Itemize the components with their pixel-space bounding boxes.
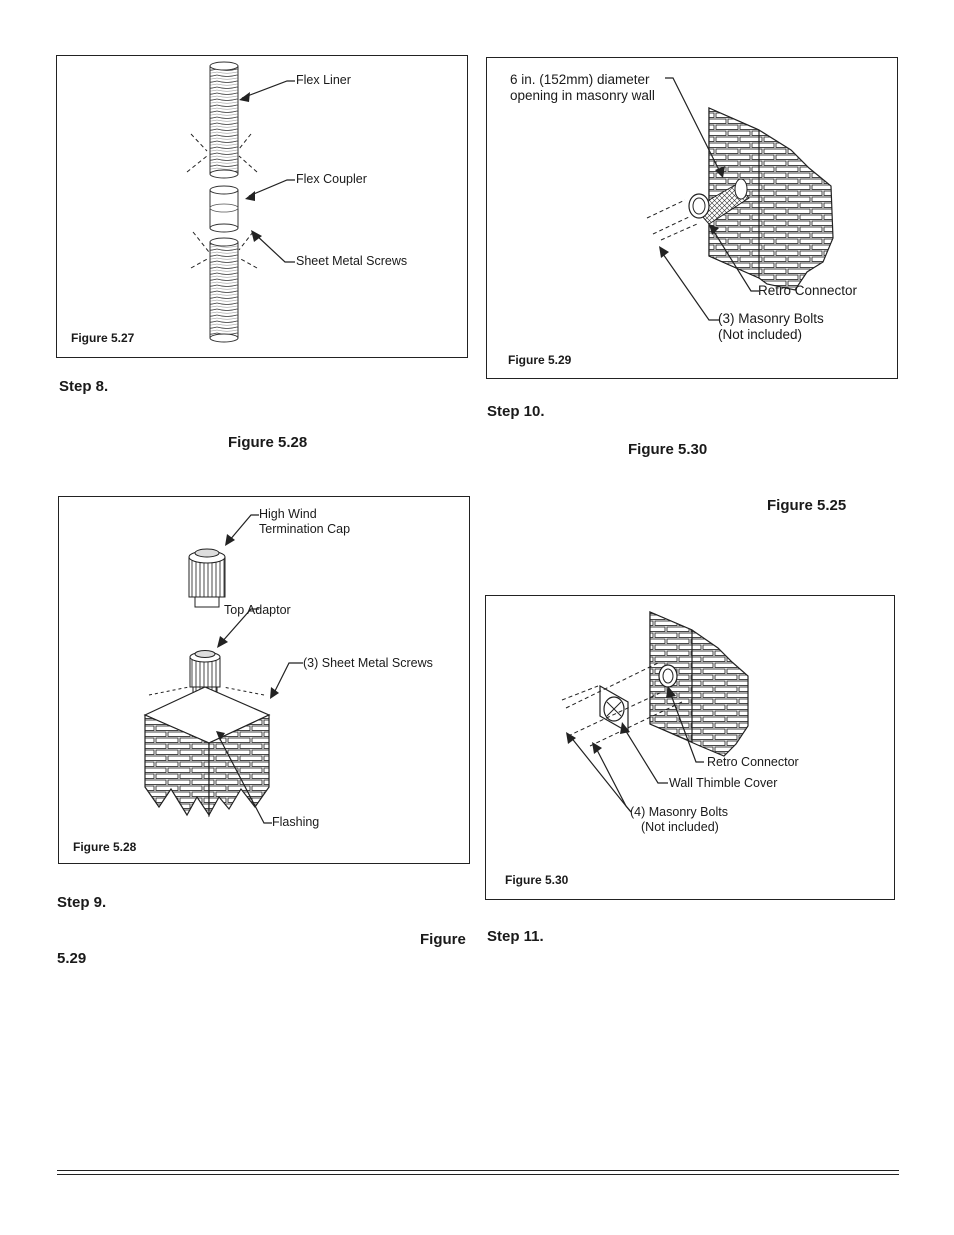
step-8-figure-ref: Figure 5.28 [228,434,308,451]
step-9-figure-ref-b: 5.29 [57,950,87,967]
masonry-bolt-lines [646,199,698,241]
retro-connector [688,178,750,225]
step-9-heading: Step 9. [57,894,107,911]
footer-rule-bottom [57,1174,899,1175]
label-not-included: (Not included) [718,327,803,342]
brick-chimney [143,686,271,818]
label-sheet-metal-screws: (3) Sheet Metal Screws [303,656,433,670]
label-termination-cap: Termination Cap [259,522,351,536]
footer-rule-top [57,1170,899,1171]
figure-caption: Figure 5.27 [71,331,135,345]
figure-caption: Figure 5.30 [505,873,569,887]
label-retro-connector: Retro Connector [758,283,858,298]
wall-thimble-cover-illustration [561,611,749,813]
high-wind-termination-cap [188,548,226,608]
screw-lines-bottom [190,231,258,269]
step-10-figure-ref-2: Figure 5.25 [767,497,847,514]
label-masonry-bolts: (3) Masonry Bolts [718,311,824,326]
label-flashing: Flashing [272,815,320,829]
label-not-included: (Not included) [641,820,719,834]
label-opening-line2: opening in masonry wall [510,88,655,103]
label-wall-thimble-cover: Wall Thimble Cover [669,776,778,790]
figure-5-29: 6 in. (152mm) diameter opening in masonr… [486,57,898,379]
step-8-heading: Step 8. [59,378,109,395]
masonry-bolt-lines [561,661,683,747]
flex-liner-illustration [186,61,295,343]
figure-5-27: Flex Liner Flex Coupler Sheet Metal Scre… [56,55,468,358]
masonry-wall-opening-illustration [646,77,834,321]
step-10-heading: Step 10. [487,403,545,420]
figure-5-30: Retro Connector Wall Thimble Cover (4) M… [485,595,895,900]
retro-connector [658,664,678,688]
label-flex-liner: Flex Liner [296,73,351,87]
label-flex-coupler: Flex Coupler [296,172,367,186]
chimney-termination-illustration [143,514,303,824]
label-top-adaptor: Top Adaptor [224,603,291,617]
step-9-figure-ref-a: Figure [420,931,466,948]
figure-5-28: High Wind Termination Cap Top Adaptor (3… [58,496,470,864]
step-11-heading: Step 11. [487,928,544,945]
flex-liner-top [209,61,239,179]
label-high-wind: High Wind [259,507,317,521]
label-retro-connector: Retro Connector [707,755,799,769]
label-sheet-metal-screws: Sheet Metal Screws [296,254,408,268]
step-10-figure-ref: Figure 5.30 [628,441,708,458]
figure-caption: Figure 5.29 [508,353,572,367]
label-opening-line1: 6 in. (152mm) diameter [510,72,650,87]
screw-lines-top [186,133,258,173]
flex-coupler [209,185,239,233]
flex-liner-bottom [209,237,239,343]
label-masonry-bolts: (4) Masonry Bolts [630,805,728,819]
figure-caption: Figure 5.28 [73,840,137,854]
